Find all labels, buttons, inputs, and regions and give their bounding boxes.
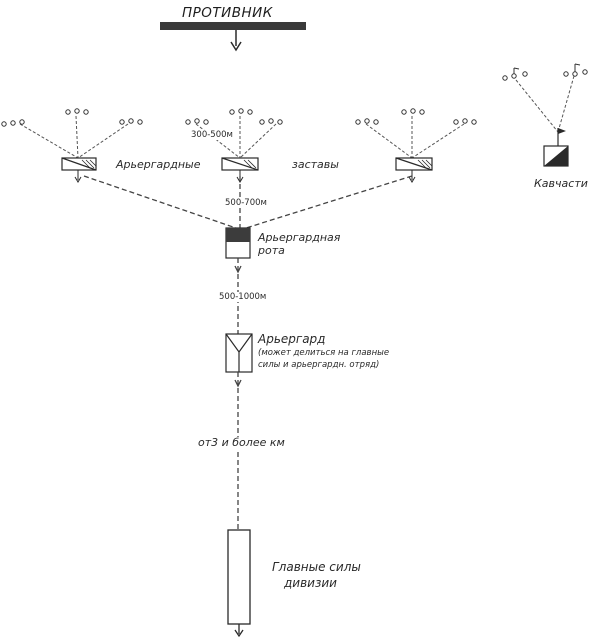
cavalry-label: Кавчасти	[534, 177, 588, 190]
rearguard-to-main-line	[234, 372, 242, 530]
rearguard-symbol	[225, 333, 253, 373]
cavalry-scouts	[502, 63, 588, 81]
scout-circles	[1, 108, 477, 127]
enemy-label: ПРОТИВНИК	[182, 5, 273, 21]
main-forces-label-line2: дивизии	[284, 576, 337, 590]
distance-company-rearguard: 500-1000м	[218, 292, 268, 302]
rearguard-note-line2: силы и арьергардн. отряд)	[258, 360, 380, 370]
distance-outpost-company: 500-700м	[224, 198, 268, 208]
distance-outpost-scouts: 300-500м	[190, 130, 234, 140]
enemy-bar	[160, 22, 306, 30]
cavalry-scout-lines	[515, 75, 575, 133]
outposts-label-left: Арьергардные	[116, 158, 201, 171]
rearguard-company-label-line2: рота	[258, 244, 285, 257]
right-outpost-scout-lines	[365, 116, 465, 159]
outpost-right-symbol	[395, 157, 433, 171]
rearguard-company-symbol	[225, 227, 251, 259]
outpost-left-symbol	[61, 157, 97, 171]
rearguard-label: Арьергард	[258, 332, 326, 346]
outposts-label-right: заставы	[292, 158, 339, 171]
left-outpost-scout-lines	[19, 115, 129, 159]
distance-rearguard-main: от3 и более км	[196, 436, 287, 449]
main-forces-label-line1: Главные силы	[272, 560, 361, 574]
rearguard-company-label-line1: Арьергардная	[258, 231, 341, 244]
cavalry-symbol	[543, 128, 569, 167]
rearguard-note-line1: (может делиться на главные	[258, 348, 390, 358]
main-forces-symbol	[227, 529, 251, 625]
company-to-rearguard-line	[234, 258, 242, 334]
outpost-arrows	[74, 170, 416, 183]
outpost-center-symbol	[221, 157, 259, 171]
main-forces-arrow	[234, 624, 244, 638]
center-outpost-scout-lines	[195, 116, 277, 159]
enemy-arrow-head	[230, 41, 242, 52]
